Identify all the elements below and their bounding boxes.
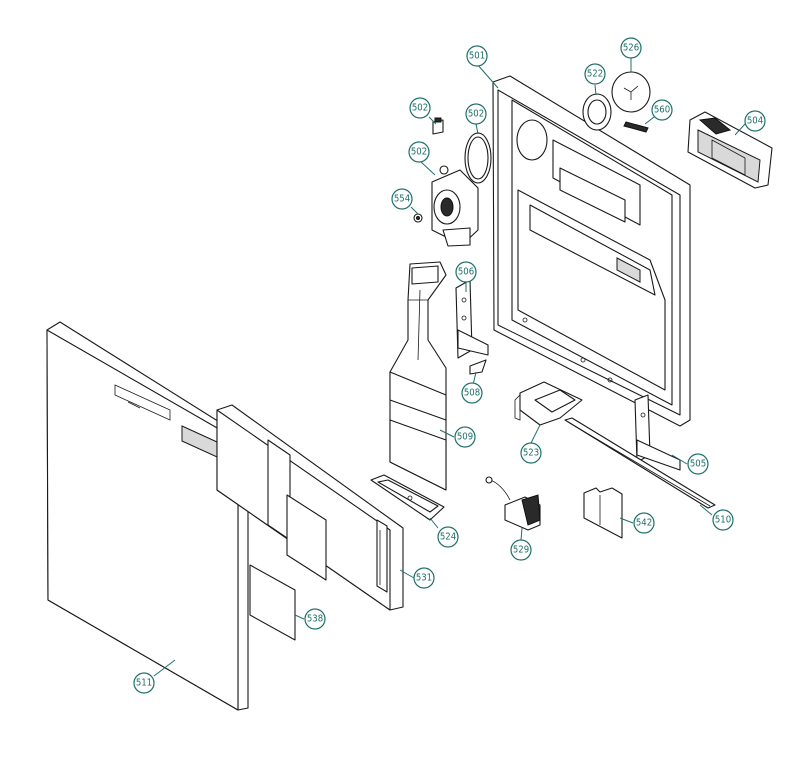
callout-529: 529 [510,539,532,561]
part-air-duct [389,261,447,491]
part-disc [611,71,651,113]
svg-text:506: 506 [458,267,474,278]
callout-502-dispenser: 502 [408,141,430,163]
svg-text:501: 501 [469,51,485,62]
svg-text:504: 504 [747,116,763,127]
svg-text:510: 510 [715,515,731,526]
callout-504: 504 [744,110,766,132]
svg-text:531: 531 [416,573,432,584]
callout-511: 511 [133,672,155,694]
part-sheet [583,487,623,539]
callout-501: 501 [466,45,488,67]
callout-502-gasket: 502 [465,103,487,125]
callout-506: 506 [455,261,477,283]
callout-560: 560 [651,99,673,121]
part-hinge-505 [634,394,681,471]
part-small-nut [413,213,423,223]
callout-524: 524 [437,526,459,548]
svg-text:529: 529 [513,545,529,556]
callout-523: 523 [520,442,542,464]
callout-554: 554 [391,188,413,210]
part-gasket-ring [464,132,492,184]
callout-538: 538 [304,608,326,630]
part-clip-lower [469,359,487,375]
svg-text:538: 538 [307,614,323,625]
svg-text:524: 524 [440,532,456,543]
callout-542: 542 [633,512,655,534]
part-outer-door-panel [46,321,249,711]
svg-text:502: 502 [468,109,484,120]
part-hinge-bracket [455,279,489,359]
part-dispenser-assembly [431,165,479,247]
svg-text:554: 554 [394,194,410,205]
callout-526: 526 [620,37,642,59]
svg-text:511: 511 [136,678,152,689]
part-latch [485,476,541,531]
part-inner-frame [216,404,404,611]
callout-508: 508 [461,382,483,404]
part-small-clip [623,121,649,133]
part-rail [564,417,716,509]
svg-text:509: 509 [457,432,473,443]
part-inner-door-liner [492,75,691,427]
callout-510: 510 [712,509,734,531]
callout-522: 522 [584,63,606,85]
part-control-module [687,111,773,189]
svg-text:505: 505 [690,459,706,470]
svg-text:560: 560 [654,105,670,116]
svg-text:523: 523 [523,448,539,459]
part-seal-ring [582,93,612,131]
part-clip-upper [432,117,444,135]
callout-509: 509 [454,426,476,448]
svg-text:522: 522 [587,69,603,80]
callout-531: 531 [413,567,435,589]
svg-text:502: 502 [411,147,427,158]
svg-text:502: 502 [412,103,428,114]
part-handle-insert [370,474,445,521]
part-bracket-523 [514,381,583,426]
part-pad [249,564,296,641]
svg-text:508: 508 [464,388,480,399]
svg-text:526: 526 [623,43,639,54]
callout-505: 505 [687,453,709,475]
callout-502-clip: 502 [409,97,431,119]
svg-text:542: 542 [636,518,652,529]
